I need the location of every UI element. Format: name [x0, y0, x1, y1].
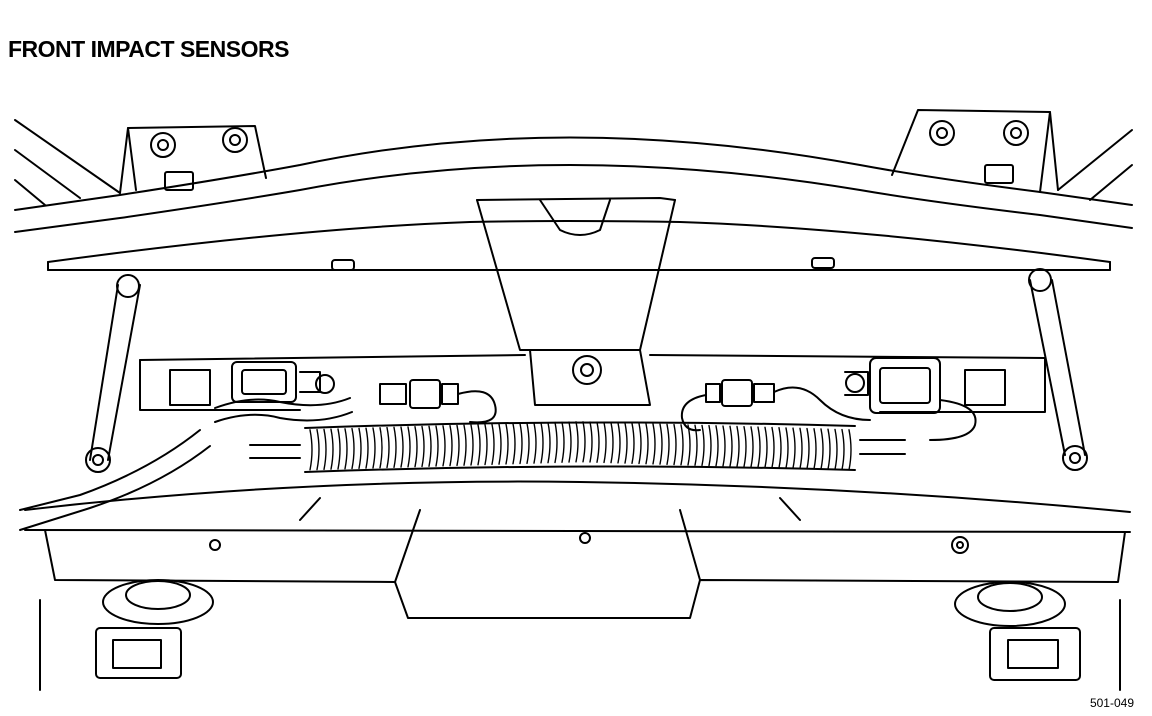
page-title: FRONT IMPACT SENSORS	[8, 36, 289, 62]
right-strut	[1029, 269, 1087, 470]
center-latch-support	[477, 198, 675, 405]
wiring-connectors	[380, 380, 870, 430]
wiring-conduit	[20, 422, 905, 530]
left-impact-sensor	[215, 362, 352, 422]
lower-cross-member	[25, 482, 1130, 618]
left-mount-bracket	[15, 120, 266, 205]
right-mount-bracket	[892, 110, 1132, 200]
figure-code: 501-049	[1089, 696, 1134, 710]
right-horn	[955, 582, 1080, 680]
right-impact-sensor	[845, 358, 976, 440]
radiator-support-upper	[15, 138, 1132, 271]
left-horn	[96, 580, 213, 678]
frame-outline	[40, 600, 1120, 690]
left-strut	[86, 275, 140, 472]
